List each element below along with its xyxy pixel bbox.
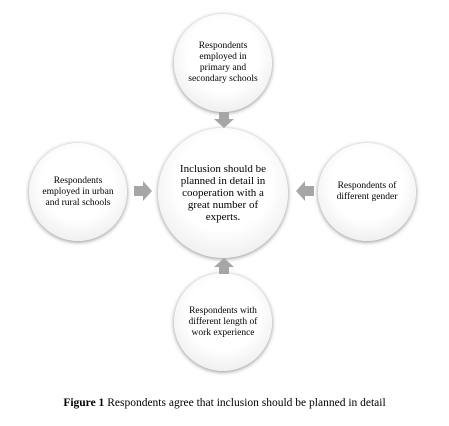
center-circle: Inclusion should be planned in detail in… (158, 128, 288, 258)
bottom-circle-label: Respondents with different length of wor… (188, 305, 258, 338)
figure-caption-label: Figure 1 (63, 397, 105, 409)
right-circle-label: Respondents of different gender (336, 181, 398, 202)
bottom-circle: Respondents with different length of wor… (174, 273, 272, 371)
top-circle: Respondents employed in primary and seco… (174, 14, 272, 112)
left-circle-label: Respondents employed in urban and rural … (42, 175, 114, 208)
right-circle: Respondents of different gender (318, 143, 416, 241)
top-circle-label: Respondents employed in primary and seco… (188, 41, 258, 84)
down-arrow-icon (214, 112, 234, 128)
left-circle: Respondents employed in urban and rural … (29, 143, 127, 241)
figure-caption-text: Respondents agree that inclusion should … (107, 397, 386, 409)
center-circle-label: Inclusion should be planned in detail in… (179, 163, 267, 223)
right-arrow-icon (134, 181, 152, 201)
diagram: Respondents employed in primary and seco… (29, 14, 416, 371)
up-arrow-icon (214, 258, 234, 274)
left-arrow-icon (296, 181, 314, 201)
figure-caption: Figure 1 Respondents agree that inclusio… (0, 396, 449, 410)
